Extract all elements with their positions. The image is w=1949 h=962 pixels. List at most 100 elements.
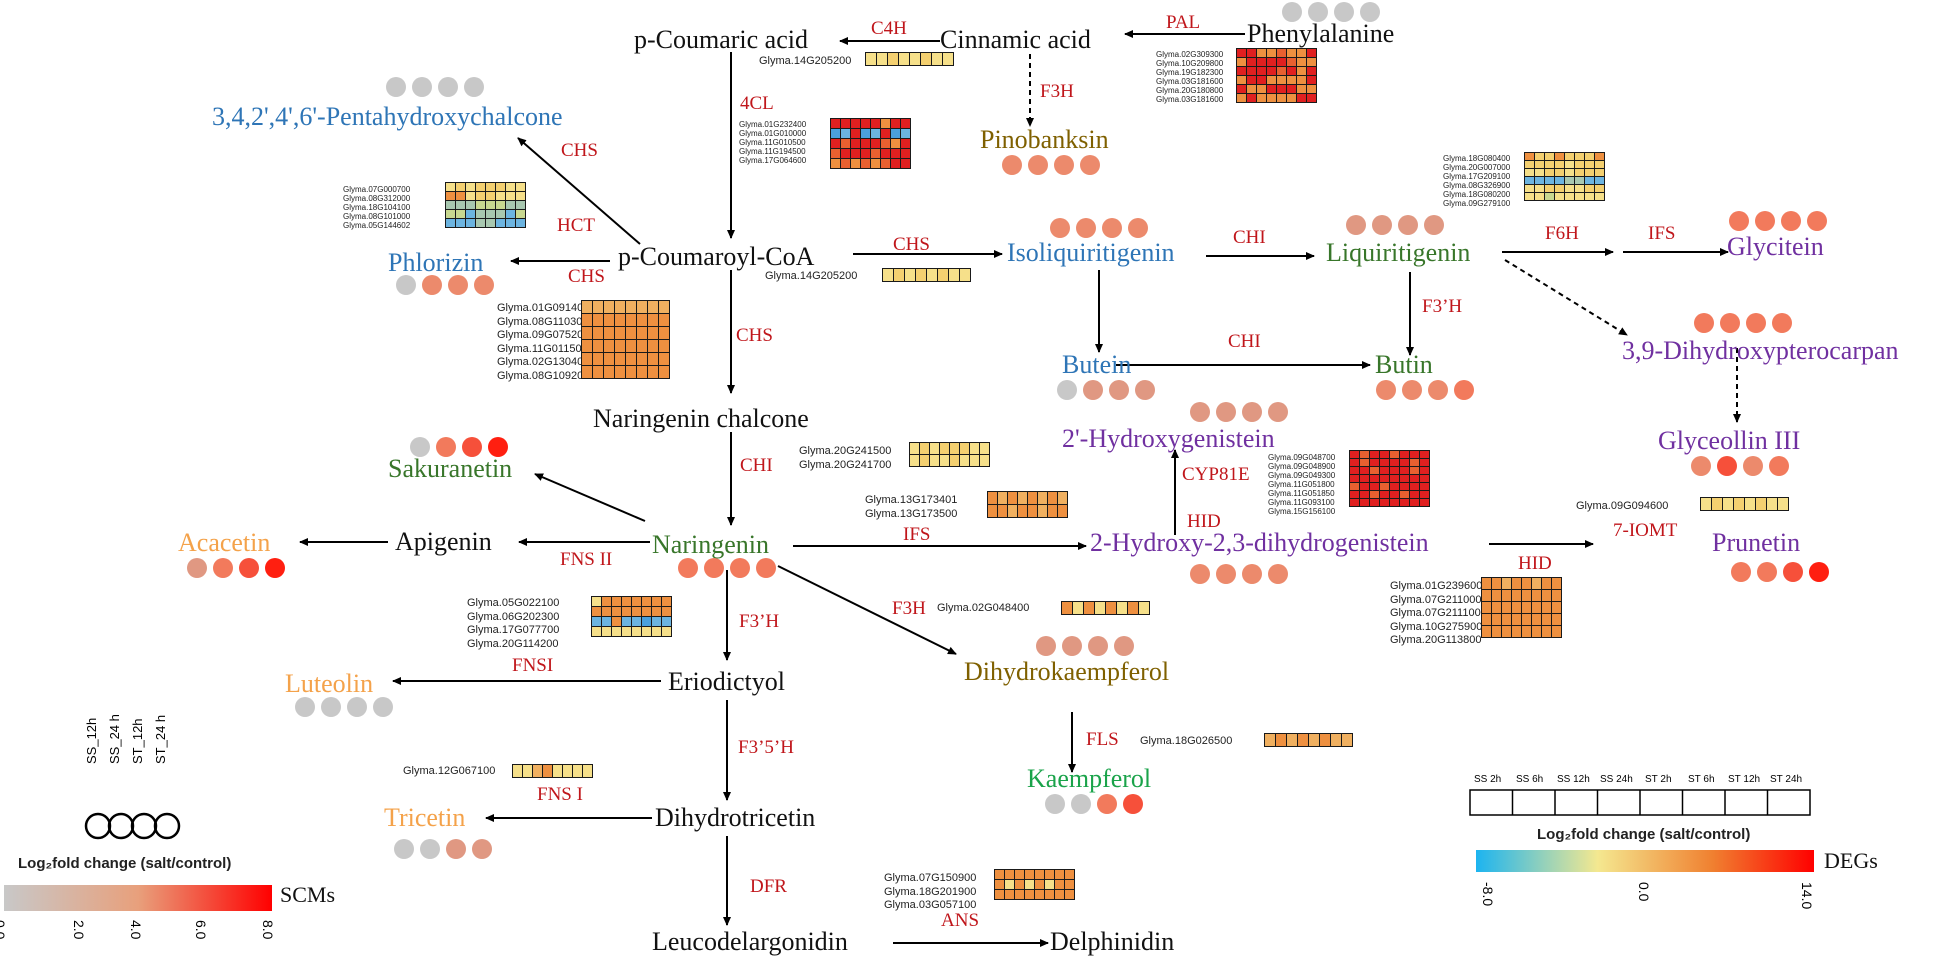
- node-phenylalanine: Phenylalanine: [1247, 19, 1395, 48]
- heatmap-cell: [516, 210, 525, 218]
- heatmap-cell: [998, 505, 1007, 517]
- heatmap-cell: [1297, 94, 1306, 102]
- heatmap-cell: [582, 353, 592, 365]
- dots-dihydroxypterocarpan: [1694, 313, 1792, 333]
- heatmap-cell: [466, 192, 475, 200]
- heatmap-cell: [642, 597, 651, 606]
- heatmap-cell: [1545, 177, 1554, 184]
- heatmap-cell: [1247, 85, 1256, 93]
- legend-scm-label: SCMs: [280, 882, 336, 907]
- heatmap-cell: [593, 327, 603, 339]
- heatmap-cell: [1545, 153, 1554, 160]
- node-naringenin-chalcone: Naringenin chalcone: [593, 404, 809, 433]
- heatmap-cell: [604, 327, 614, 339]
- heatmap-cell: [1512, 614, 1521, 625]
- metabolite-dot: [1083, 380, 1103, 400]
- heatmap-cell: [1360, 475, 1369, 482]
- heatmap-cell: [1267, 49, 1276, 57]
- heatmap-cell: [513, 765, 522, 777]
- heatmap-cell: [456, 192, 465, 200]
- heatmap-cell: [516, 192, 525, 200]
- enzyme-fns2: FNS II: [560, 549, 613, 570]
- node-pinobanksin: Pinobanksin: [980, 125, 1109, 154]
- heatmap-cell: [1247, 94, 1256, 102]
- heatmap-cell: [1565, 193, 1574, 200]
- heatmap-cell: [582, 314, 592, 326]
- heatmap-cell: [1350, 491, 1359, 498]
- node-dihydrokaempferol: Dihydrokaempferol: [964, 657, 1170, 686]
- heatmap-cell: [1585, 169, 1594, 176]
- metabolite-dot: [396, 275, 416, 295]
- heatmap-cell: [563, 765, 572, 777]
- heatmap-cell: [1575, 193, 1584, 200]
- metabolite-dot: [1720, 313, 1740, 333]
- heatmap-cell: [1420, 483, 1429, 490]
- heatmap-cell: [486, 201, 495, 209]
- metabolite-dot: [474, 275, 494, 295]
- heatmap-cell: [932, 53, 942, 65]
- heatmap-cell: [1380, 499, 1389, 506]
- heatmap-cell: [1595, 161, 1604, 168]
- heatmap-cell: [1482, 602, 1491, 613]
- heatmap-cell: [1008, 505, 1017, 517]
- dots-butein: [1057, 380, 1155, 400]
- heatmap-cell: [476, 210, 485, 218]
- heatmap-cell: [980, 443, 989, 454]
- heatmap-cell: [995, 890, 1004, 899]
- heatmap-cell: [1370, 467, 1379, 474]
- heatmap-cell: [970, 455, 979, 466]
- heatmap-cell: [1287, 49, 1296, 57]
- heatmap-cell: [648, 353, 658, 365]
- metabolite-dot: [1360, 2, 1380, 22]
- dots-isoliquiritigenin: [1050, 218, 1148, 238]
- heatmap-cell: [1298, 734, 1308, 746]
- heatmap-cell: [1390, 499, 1399, 506]
- heatmap-cell: [593, 366, 603, 378]
- heatmap-cell: [592, 617, 601, 626]
- heatmap-cell: [1552, 626, 1561, 637]
- metabolite-dot: [386, 77, 406, 97]
- heatmap-cell: [446, 219, 455, 227]
- heatmap-cell: [1035, 890, 1044, 899]
- heatmap-cell: [1410, 467, 1419, 474]
- metabolite-dot: [1102, 218, 1122, 238]
- metabolite-dot: [394, 839, 414, 859]
- heatmap-cell: [1257, 76, 1266, 84]
- heatmap-cell: [648, 327, 658, 339]
- heatmap-cell: [637, 353, 647, 365]
- dots-pentahydroxychalcone: [386, 77, 484, 97]
- heatmap-cell: [1400, 467, 1409, 474]
- node-tricetin: Tricetin: [384, 803, 466, 832]
- enzyme-c4h: C4H: [871, 18, 907, 39]
- heatmap-cell: [901, 129, 910, 138]
- enzyme-chi-butin: CHI: [1228, 331, 1261, 352]
- heatmap-cell: [1065, 870, 1074, 879]
- heatmap-cell: [602, 617, 611, 626]
- heatmap-cell: [861, 159, 870, 168]
- metabolite-dot: [1729, 211, 1749, 231]
- enzyme-f3h-top: F3H: [1040, 81, 1074, 102]
- metabolite-dot: [1308, 2, 1328, 22]
- node-isoliquiritigenin: Isoliquiritigenin: [1007, 238, 1175, 267]
- heatmap-cell: [604, 301, 614, 313]
- heatmap-cell: [1535, 169, 1544, 176]
- heatmap-cell: [642, 617, 651, 626]
- heatmap-cell: [446, 183, 455, 191]
- heatmap-cell: [1565, 169, 1574, 176]
- heatmap-cell: [1532, 602, 1541, 613]
- heatmap-cell: [1267, 85, 1276, 93]
- heatmap-cell: [1360, 467, 1369, 474]
- heatmap-cell: [486, 183, 495, 191]
- heatmap-cell: [1525, 177, 1534, 184]
- heatmap-cell: [1420, 459, 1429, 466]
- legend-scm-sample: SS_12h: [84, 717, 99, 764]
- metabolite-dot: [1781, 211, 1801, 231]
- metabolite-dot: [1691, 456, 1711, 476]
- node-prunetin: Prunetin: [1712, 528, 1801, 557]
- heatmap-ifs: [987, 491, 1068, 518]
- heatmap-cell: [938, 269, 948, 281]
- heatmap-cell: [1545, 161, 1554, 168]
- heatmap-cell: [1065, 880, 1074, 889]
- heatmap-cell: [881, 139, 890, 148]
